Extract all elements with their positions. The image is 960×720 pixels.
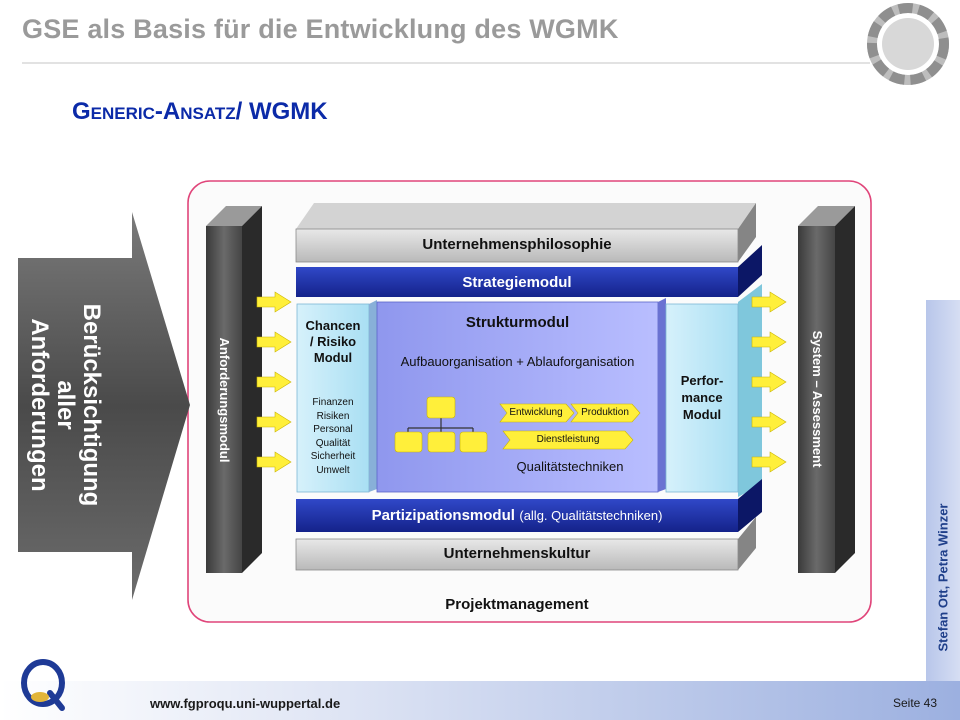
chancen-title-line: Chancen [305, 318, 361, 333]
arrow-label-line: Berücksichtigung [78, 303, 105, 507]
performance-title-line: mance [681, 390, 723, 405]
left-pillar-label: Anforderungsmodul [217, 337, 232, 463]
arrow-label-line: aller [52, 380, 79, 430]
subtitle-part: NSATZ [180, 104, 236, 123]
chancen-item: Qualität [315, 437, 351, 449]
performance-title-line: Modul [682, 407, 722, 422]
subtitle-part: G [72, 98, 91, 125]
struktur-subtitle: Aufbauorganisation + Ablauforganisation [400, 354, 635, 369]
participation-label: Partizipationsmodul (allg. Qualitätstech… [296, 507, 738, 525]
chancen-title-line: / Risiko [309, 334, 357, 349]
arrow-label: Berücksichtigung aller Anforderungen [26, 280, 105, 530]
left-pillar [206, 226, 242, 573]
performance-title: Perfor- mance Modul [666, 372, 738, 423]
frame-label: Projektmanagement [445, 596, 589, 613]
slide-title: GSE als Basis für die Entwicklung des WG… [22, 14, 619, 44]
org-chart-icon [394, 396, 488, 453]
subtitle-part: ENERIC [90, 104, 155, 123]
struktur-footer: Qualitätstechniken [516, 459, 624, 474]
chancen-item: Risiken [316, 410, 350, 422]
process-arrow-label: Produktion [581, 407, 629, 418]
footer-url-link[interactable]: www.fgproqu.uni-wuppertal.de [150, 696, 341, 711]
performance-title-line: Perfor- [680, 373, 724, 388]
subtitle-part: / WGMK [235, 98, 328, 125]
right-pillar-label: System – Assessment [810, 330, 825, 468]
requirements-arrow [18, 212, 190, 600]
strategy-label: Strategiemodul [462, 274, 572, 291]
slide-subtitle: GENERIC-ANSATZ/ WGMK [72, 98, 328, 126]
participation-bold: Partizipationsmodul [371, 507, 515, 524]
chancen-item: Umwelt [316, 464, 350, 476]
chancen-item: Personal [313, 424, 353, 435]
title-divider [22, 62, 870, 64]
page-number: Seite 43 [893, 696, 938, 710]
chancen-title: Chancen / Risiko Modul [297, 318, 369, 366]
right-pillar [798, 226, 835, 573]
chancen-title-line: Modul [313, 350, 353, 365]
chancen-items: Finanzen Risiken Personal Qualität Siche… [297, 396, 369, 477]
arrow-label-line: Anforderungen [26, 318, 53, 492]
author-text: Stefan Ott, Petra Winzer [935, 503, 951, 652]
q-logo-icon [21, 659, 65, 711]
process-arrow-label: Dienstleistung [536, 434, 600, 445]
struktur-title: Strukturmodul [465, 314, 570, 331]
ring-logo-icon [867, 3, 949, 85]
process-arrow-label: Entwicklung [509, 407, 563, 418]
subtitle-part: -A [154, 98, 181, 125]
chancen-item: Finanzen [312, 397, 354, 408]
top-slab-label: Unternehmensphilosophie [422, 236, 612, 253]
participation-normal: (allg. Qualitätstechniken) [519, 508, 663, 523]
chancen-item: Sicherheit [310, 451, 356, 462]
bottom-slab-label: Unternehmenskultur [443, 545, 591, 562]
